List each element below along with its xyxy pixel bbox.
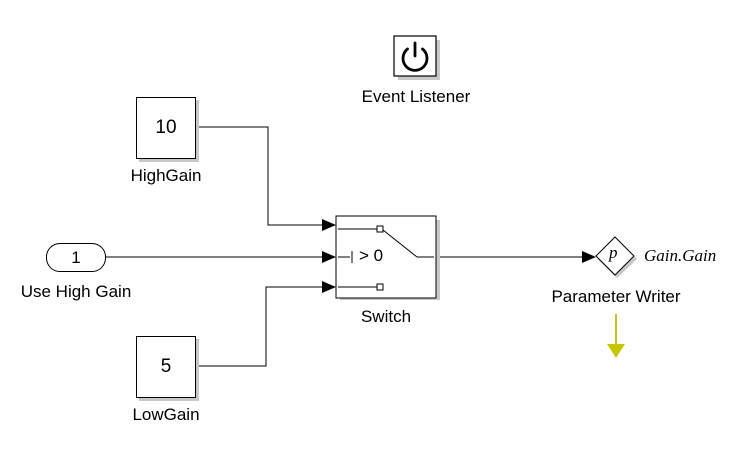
arrowheads xyxy=(322,219,596,293)
parameter-writer-block[interactable] xyxy=(595,236,637,278)
highgain-label: HighGain xyxy=(130,166,202,185)
highgain-constant-block[interactable]: 10 xyxy=(136,97,196,159)
arrowhead-highgain xyxy=(322,219,336,231)
power-icon xyxy=(401,41,429,72)
highgain-value: 10 xyxy=(155,117,177,138)
signal-lowgain-to-switch[interactable] xyxy=(196,286,322,367)
parameter-writer-symbol: p xyxy=(609,243,618,262)
event-arrow xyxy=(607,314,625,358)
signal-lines xyxy=(106,126,582,367)
switch-block-graphic xyxy=(335,215,440,300)
arrowhead-inport xyxy=(322,251,336,263)
parameter-name: Gain.Gain xyxy=(644,246,717,265)
switch-condition: > 0 xyxy=(359,246,384,265)
signal-highgain-to-switch[interactable] xyxy=(196,126,322,226)
inport-label: Use High Gain xyxy=(20,282,132,301)
event-listener-block[interactable] xyxy=(393,35,440,80)
lowgain-constant-block[interactable]: 5 xyxy=(136,336,196,398)
arrowhead-lowgain xyxy=(322,281,336,293)
inport-value: 1 xyxy=(71,247,81,267)
inport-block[interactable]: 1 xyxy=(46,243,106,272)
switch-label: Switch xyxy=(360,307,412,326)
event-listener-label: Event Listener xyxy=(361,87,471,106)
lowgain-value: 5 xyxy=(160,356,172,377)
parameter-writer-label: Parameter Writer xyxy=(551,287,681,306)
lowgain-label: LowGain xyxy=(132,405,200,424)
arrowhead-writer xyxy=(582,251,596,263)
switch-icon xyxy=(338,225,434,291)
